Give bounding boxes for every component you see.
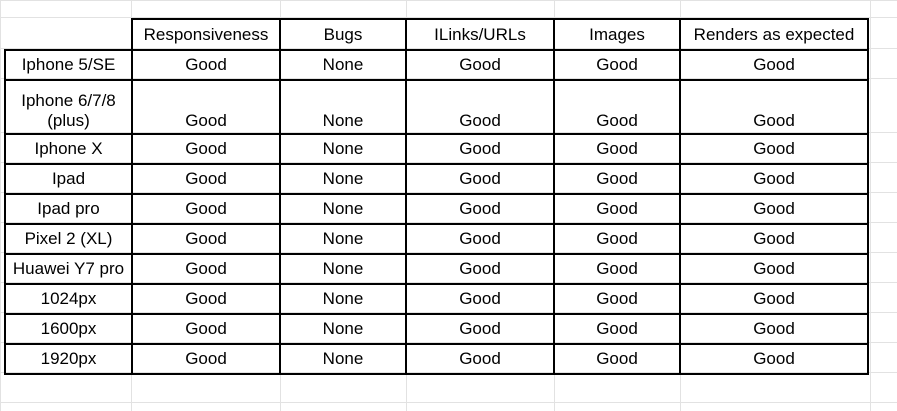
table-row: Pixel 2 (XL) Good None Good Good Good [4, 223, 869, 255]
gridline [870, 0, 871, 411]
renders-cell[interactable]: Good [679, 133, 869, 165]
renders-cell[interactable]: Good [679, 313, 869, 345]
device-cell[interactable]: Huawei Y7 pro [4, 253, 133, 285]
responsiveness-cell[interactable]: Good [131, 163, 281, 195]
renders-cell[interactable]: Good [679, 253, 869, 285]
header-cell-renders-as-expected[interactable]: Renders as expected [679, 18, 869, 51]
responsiveness-cell[interactable]: Good [131, 253, 281, 285]
links-cell[interactable]: Good [405, 283, 555, 315]
device-cell[interactable]: 1600px [4, 313, 133, 345]
images-cell[interactable]: Good [553, 49, 681, 81]
header-row: Responsiveness Bugs ILinks/URLs Images R… [5, 18, 869, 51]
bugs-cell[interactable]: None [279, 223, 407, 255]
device-cell[interactable]: Ipad [4, 163, 133, 195]
renders-cell[interactable]: Good [679, 223, 869, 255]
header-cell-responsiveness[interactable]: Responsiveness [131, 18, 281, 51]
device-cell[interactable]: Iphone 6/7/8 (plus) [4, 79, 133, 135]
responsiveness-cell[interactable]: Good [131, 133, 281, 165]
table-row: Iphone X Good None Good Good Good [4, 133, 869, 165]
device-cell[interactable]: 1920px [4, 343, 133, 375]
responsiveness-cell[interactable]: Good [131, 49, 281, 81]
responsiveness-cell[interactable]: Good [131, 313, 281, 345]
links-cell[interactable]: Good [405, 133, 555, 165]
links-cell[interactable]: Good [405, 343, 555, 375]
images-cell[interactable]: Good [553, 223, 681, 255]
bugs-cell[interactable]: None [279, 313, 407, 345]
device-cell[interactable]: 1024px [4, 283, 133, 315]
bugs-cell[interactable]: None [279, 253, 407, 285]
device-test-table: Responsiveness Bugs ILinks/URLs Images R… [4, 18, 869, 375]
table-row: Ipad Good None Good Good Good [4, 163, 869, 195]
links-cell[interactable]: Good [405, 79, 555, 135]
bugs-cell[interactable]: None [279, 163, 407, 195]
bugs-cell[interactable]: None [279, 283, 407, 315]
header-cell-images[interactable]: Images [553, 18, 681, 51]
bugs-cell[interactable]: None [279, 193, 407, 225]
table-row: Iphone 6/7/8 (plus) Good None Good Good … [4, 79, 869, 135]
renders-cell[interactable]: Good [679, 193, 869, 225]
links-cell[interactable]: Good [405, 253, 555, 285]
links-cell[interactable]: Good [405, 163, 555, 195]
device-cell[interactable]: Iphone X [4, 133, 133, 165]
images-cell[interactable]: Good [553, 193, 681, 225]
renders-cell[interactable]: Good [679, 79, 869, 135]
gridline [0, 402, 897, 403]
table-row: Ipad pro Good None Good Good Good [4, 193, 869, 225]
links-cell[interactable]: Good [405, 193, 555, 225]
renders-cell[interactable]: Good [679, 49, 869, 81]
responsiveness-cell[interactable]: Good [131, 223, 281, 255]
images-cell[interactable]: Good [553, 163, 681, 195]
header-cell-links-urls[interactable]: ILinks/URLs [405, 18, 555, 51]
images-cell[interactable]: Good [553, 79, 681, 135]
responsiveness-cell[interactable]: Good [131, 343, 281, 375]
corner-cell[interactable] [5, 19, 133, 51]
table-row: 1024px Good None Good Good Good [4, 283, 869, 315]
links-cell[interactable]: Good [405, 49, 555, 81]
renders-cell[interactable]: Good [679, 283, 869, 315]
device-cell[interactable]: Pixel 2 (XL) [4, 223, 133, 255]
responsiveness-cell[interactable]: Good [131, 79, 281, 135]
bugs-cell[interactable]: None [279, 49, 407, 81]
table-row: 1600px Good None Good Good Good [4, 313, 869, 345]
bugs-cell[interactable]: None [279, 79, 407, 135]
bugs-cell[interactable]: None [279, 133, 407, 165]
images-cell[interactable]: Good [553, 343, 681, 375]
links-cell[interactable]: Good [405, 313, 555, 345]
links-cell[interactable]: Good [405, 223, 555, 255]
table-row: Huawei Y7 pro Good None Good Good Good [4, 253, 869, 285]
responsiveness-cell[interactable]: Good [131, 283, 281, 315]
bugs-cell[interactable]: None [279, 343, 407, 375]
header-cell-bugs[interactable]: Bugs [279, 18, 407, 51]
renders-cell[interactable]: Good [679, 163, 869, 195]
images-cell[interactable]: Good [553, 313, 681, 345]
table-row: Iphone 5/SE Good None Good Good Good [4, 49, 869, 81]
device-cell[interactable]: Ipad pro [4, 193, 133, 225]
images-cell[interactable]: Good [553, 283, 681, 315]
images-cell[interactable]: Good [553, 133, 681, 165]
table-row: 1920px Good None Good Good Good [4, 343, 869, 375]
responsiveness-cell[interactable]: Good [131, 193, 281, 225]
renders-cell[interactable]: Good [679, 343, 869, 375]
device-cell[interactable]: Iphone 5/SE [4, 49, 133, 81]
images-cell[interactable]: Good [553, 253, 681, 285]
